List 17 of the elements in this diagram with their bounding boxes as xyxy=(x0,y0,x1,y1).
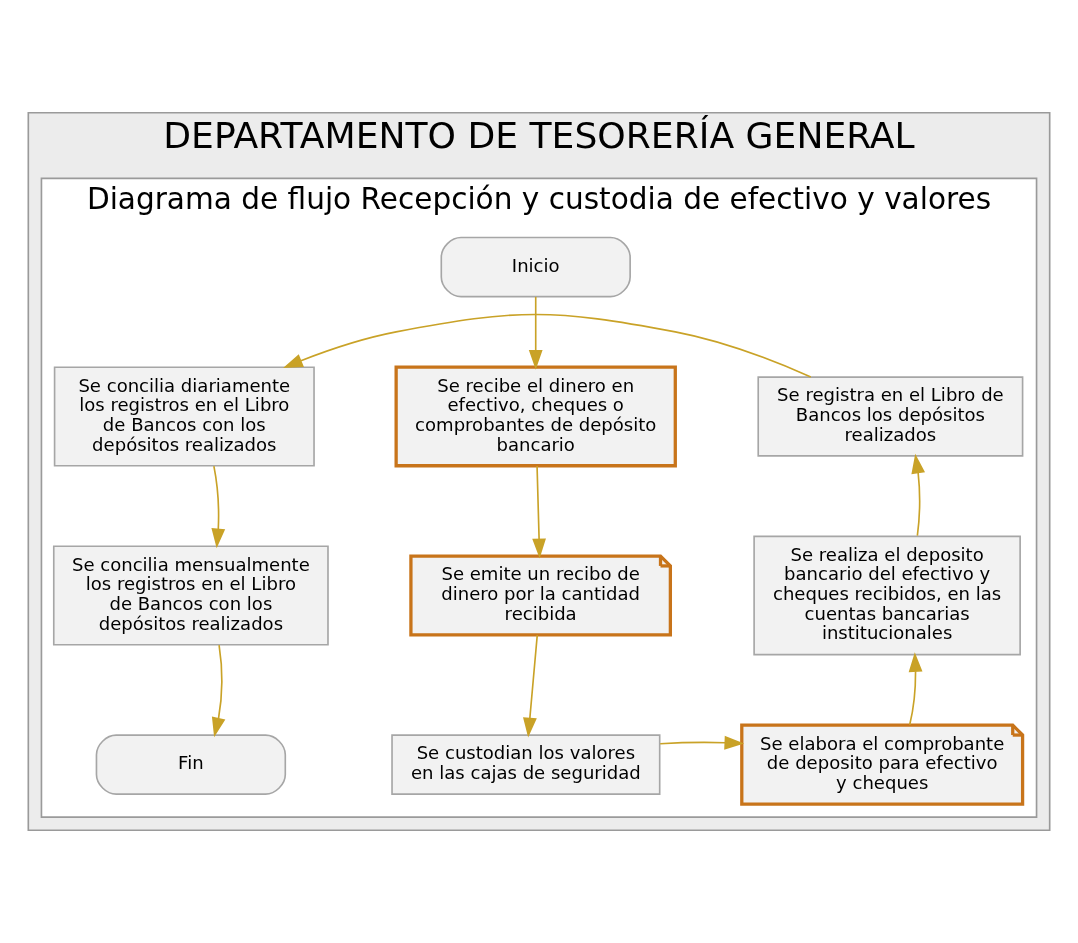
arrow xyxy=(211,465,226,549)
node-box: Se concilia diariamente los registros en el Libro de Bancos con los depósitos realizados xyxy=(53,366,315,467)
node-box: Fin xyxy=(95,734,287,795)
node-box: Se recibe el dinero en efectivo, cheques o comprobantes de depósito bancario xyxy=(394,365,677,468)
node-box: Se concilia mensualmente los registros en el Libro de Bancos con los depósitos realizados xyxy=(52,545,329,646)
node-box: Se realiza el deposito bancario del efectivo y cheques recibidos, en las cuentas bancarias institucionales xyxy=(753,535,1021,656)
node-box: Se custodian los valores en las cajas de seguridad xyxy=(391,734,661,795)
arrow xyxy=(523,634,539,738)
arrow xyxy=(532,465,546,559)
arrow xyxy=(528,296,543,370)
arrow xyxy=(911,453,926,537)
node-box: Inicio xyxy=(440,236,631,298)
node-box: Se registra en el Libro de Bancos los depósitos realizados xyxy=(757,376,1024,457)
arrow xyxy=(283,313,812,378)
arrow xyxy=(659,735,745,750)
arrow xyxy=(908,652,923,726)
arrow xyxy=(211,644,226,738)
